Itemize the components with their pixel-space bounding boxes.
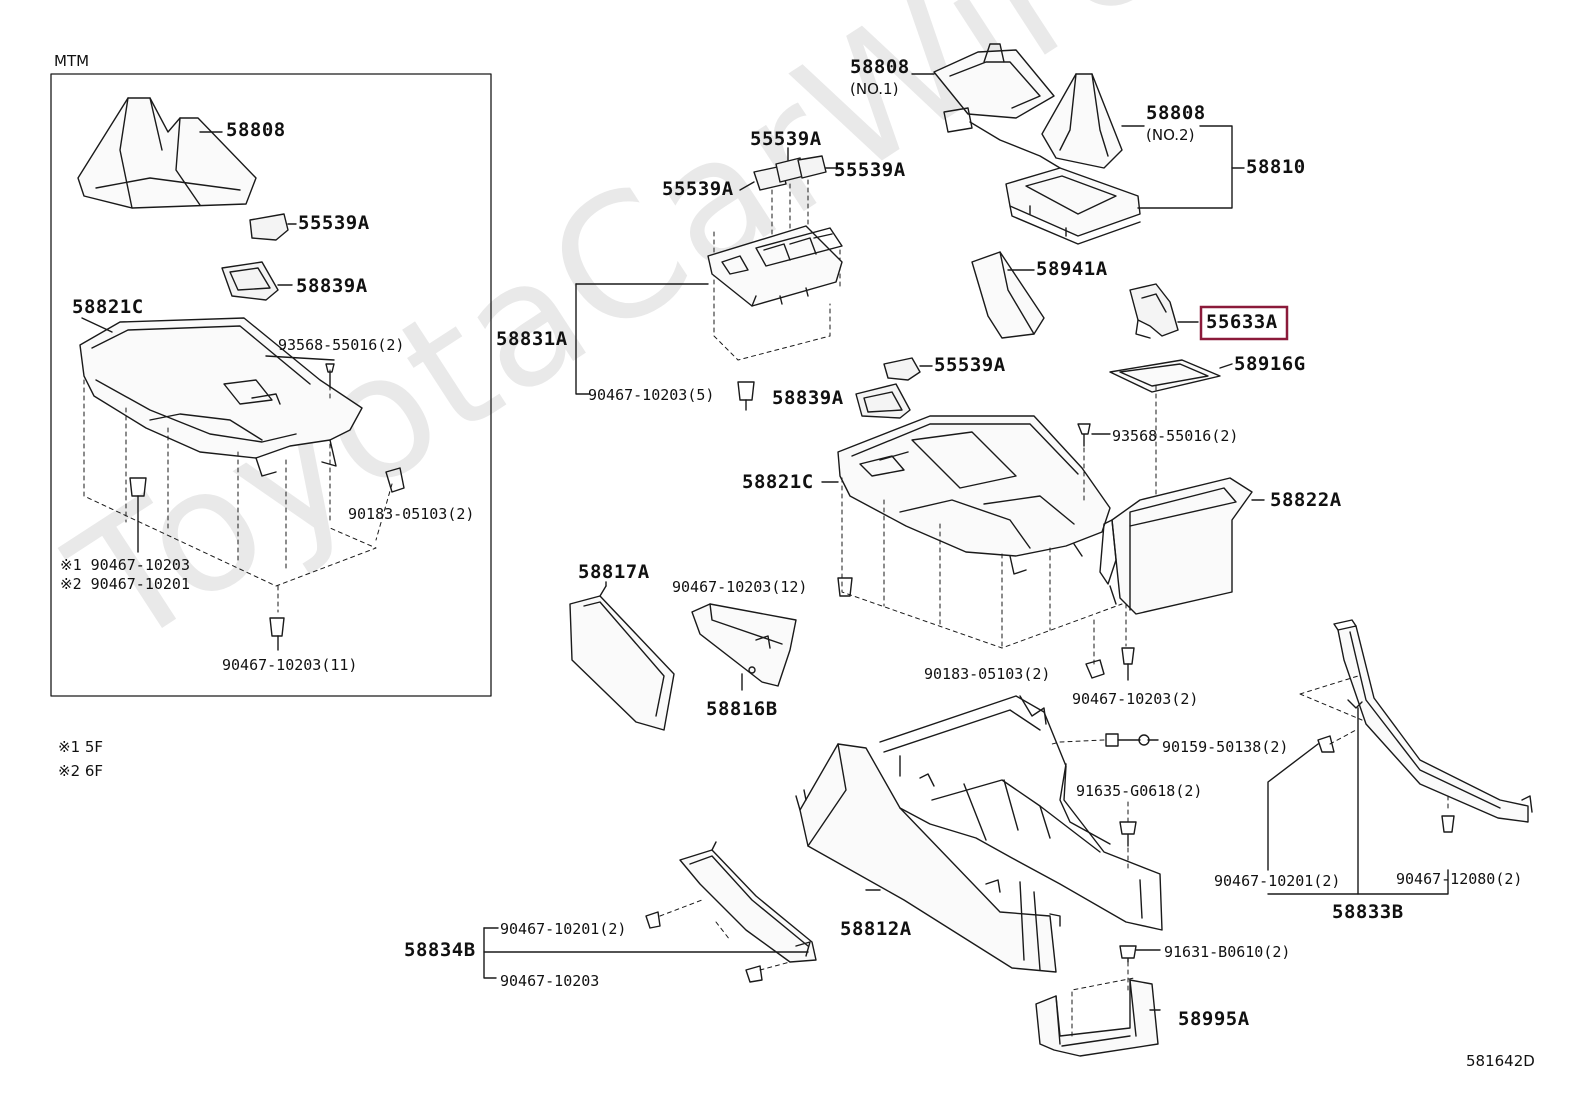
label-inset-clip-2: ※2 90467-10201: [60, 575, 190, 593]
bracket-58816B: [691, 603, 797, 691]
label-93568-mid: 93568-55016(2): [1112, 427, 1239, 445]
label-clip-box: 90467-10203(2): [1072, 690, 1199, 708]
inset-frame: [50, 73, 492, 697]
knob: [971, 251, 1045, 339]
label-58808-no2-note: (NO.2): [1146, 126, 1195, 144]
inset-panel: [79, 317, 363, 477]
label-91635: 91635-G0618(2): [1076, 782, 1203, 800]
inset-clip: [129, 477, 147, 497]
label-91631: 91631-B0610(2): [1164, 943, 1291, 961]
mat: [1109, 359, 1233, 393]
label-58822A: 58822A: [1270, 489, 1342, 511]
harness: [943, 107, 1061, 169]
side-panel-left: [569, 581, 675, 731]
clip-front-a: [645, 911, 661, 929]
plugs-top: [739, 147, 837, 191]
label-58941A: 58941A: [1036, 258, 1108, 280]
inset-clip-bottom: [269, 617, 285, 637]
cup-holder: [1129, 283, 1199, 339]
bracket-58831A: [575, 283, 591, 395]
label-inset-58821C: 58821C: [72, 296, 144, 318]
label-inset-90183: 90183-05103(2): [348, 505, 475, 523]
label-58821C-mid: 58821C: [742, 471, 814, 493]
plug-mid: [883, 357, 933, 381]
inset-plug: [249, 213, 297, 241]
inset-bezel: [221, 261, 293, 301]
box: [1099, 477, 1253, 615]
label-58812A: 58812A: [840, 918, 912, 940]
label-inset-clip-1: ※1 90467-10203: [60, 556, 190, 574]
label-nut-mid: 90183-05103(2): [924, 665, 1051, 683]
label-55539A-mid: 55539A: [934, 354, 1006, 376]
label-58833B: 58833B: [1332, 901, 1404, 923]
clip-front-b: [745, 965, 763, 983]
label-58808-no1: 58808: [850, 56, 910, 78]
shift-plate: [1005, 167, 1141, 245]
rail-front: [679, 841, 817, 963]
label-58817A: 58817A: [578, 561, 650, 583]
console-body: [795, 695, 1163, 973]
label-58916G: 58916G: [1234, 353, 1306, 375]
label-58834B: 58834B: [404, 939, 476, 961]
inset-screw: [325, 363, 335, 389]
label-switch-clip: 90467-10203(5): [588, 386, 715, 404]
inset-nut: [385, 467, 405, 493]
bolt-a: [1105, 733, 1119, 747]
label-58816B: 58816B: [706, 698, 778, 720]
label-clip-mid: 90467-10203(12): [672, 578, 808, 596]
bracket-58810: [1137, 125, 1233, 209]
label-55539A-top: 55539A: [750, 128, 822, 150]
label-58831A: 58831A: [496, 328, 568, 350]
label-58995A: 58995A: [1178, 1008, 1250, 1030]
label-front-clip-b: 90467-10203: [500, 972, 600, 990]
label-rear-clip-a: 90467-10201(2): [1214, 872, 1341, 890]
rail-front-bracket: [483, 927, 497, 979]
label-rear-clip-b: 90467-12080(2): [1396, 870, 1523, 888]
label-inset-55539A: 55539A: [298, 212, 370, 234]
clip-box: [1121, 647, 1135, 665]
label-55633A: 55633A: [1206, 311, 1278, 333]
label-55539A-right: 55539A: [834, 159, 906, 181]
bolt-c: [1119, 945, 1137, 963]
rail-right: [1333, 619, 1533, 823]
bezel-mid: [855, 383, 911, 419]
label-inset-58839A: 58839A: [296, 275, 368, 297]
label-58808-no1-note: (NO.1): [850, 80, 899, 98]
label-58839A-mid: 58839A: [772, 387, 844, 409]
bolt-b: [1119, 821, 1137, 847]
label-55539A-left: 55539A: [662, 178, 734, 200]
rail-right-bracket: [1267, 869, 1449, 895]
footnote-1: ※1 5F: [58, 738, 104, 756]
boot-no2: [1041, 73, 1145, 169]
switch-base: [707, 225, 843, 307]
inset-boot: [77, 97, 257, 209]
bracket-rear: [1035, 979, 1161, 1057]
panel-mid: [837, 415, 1111, 575]
rail-right-lead-a: [1267, 743, 1319, 871]
nut-mid: [1085, 659, 1105, 679]
label-inset-58808: 58808: [226, 119, 286, 141]
switch-clip: [737, 381, 755, 401]
clip-rear-a: [1317, 735, 1335, 753]
label-inset-clip-bottom: 90467-10203(11): [222, 656, 358, 674]
boot-no1: [911, 43, 1055, 119]
clip-mid: [837, 577, 853, 597]
label-90159: 90159-50138(2): [1162, 738, 1289, 756]
highlight-55633A: [1199, 305, 1289, 341]
label-front-clip-a: 90467-10201(2): [500, 920, 627, 938]
clip-rear-b: [1441, 815, 1455, 833]
label-inset-93568: 93568-55016(2): [278, 336, 405, 354]
figure-code: 581642D: [1466, 1052, 1535, 1070]
screw-mid: [1077, 423, 1091, 447]
inset-caption: MTM: [54, 52, 90, 70]
label-58810: 58810: [1246, 156, 1306, 178]
footnote-2: ※2 6F: [58, 762, 104, 780]
label-58808-no2: 58808: [1146, 102, 1206, 124]
